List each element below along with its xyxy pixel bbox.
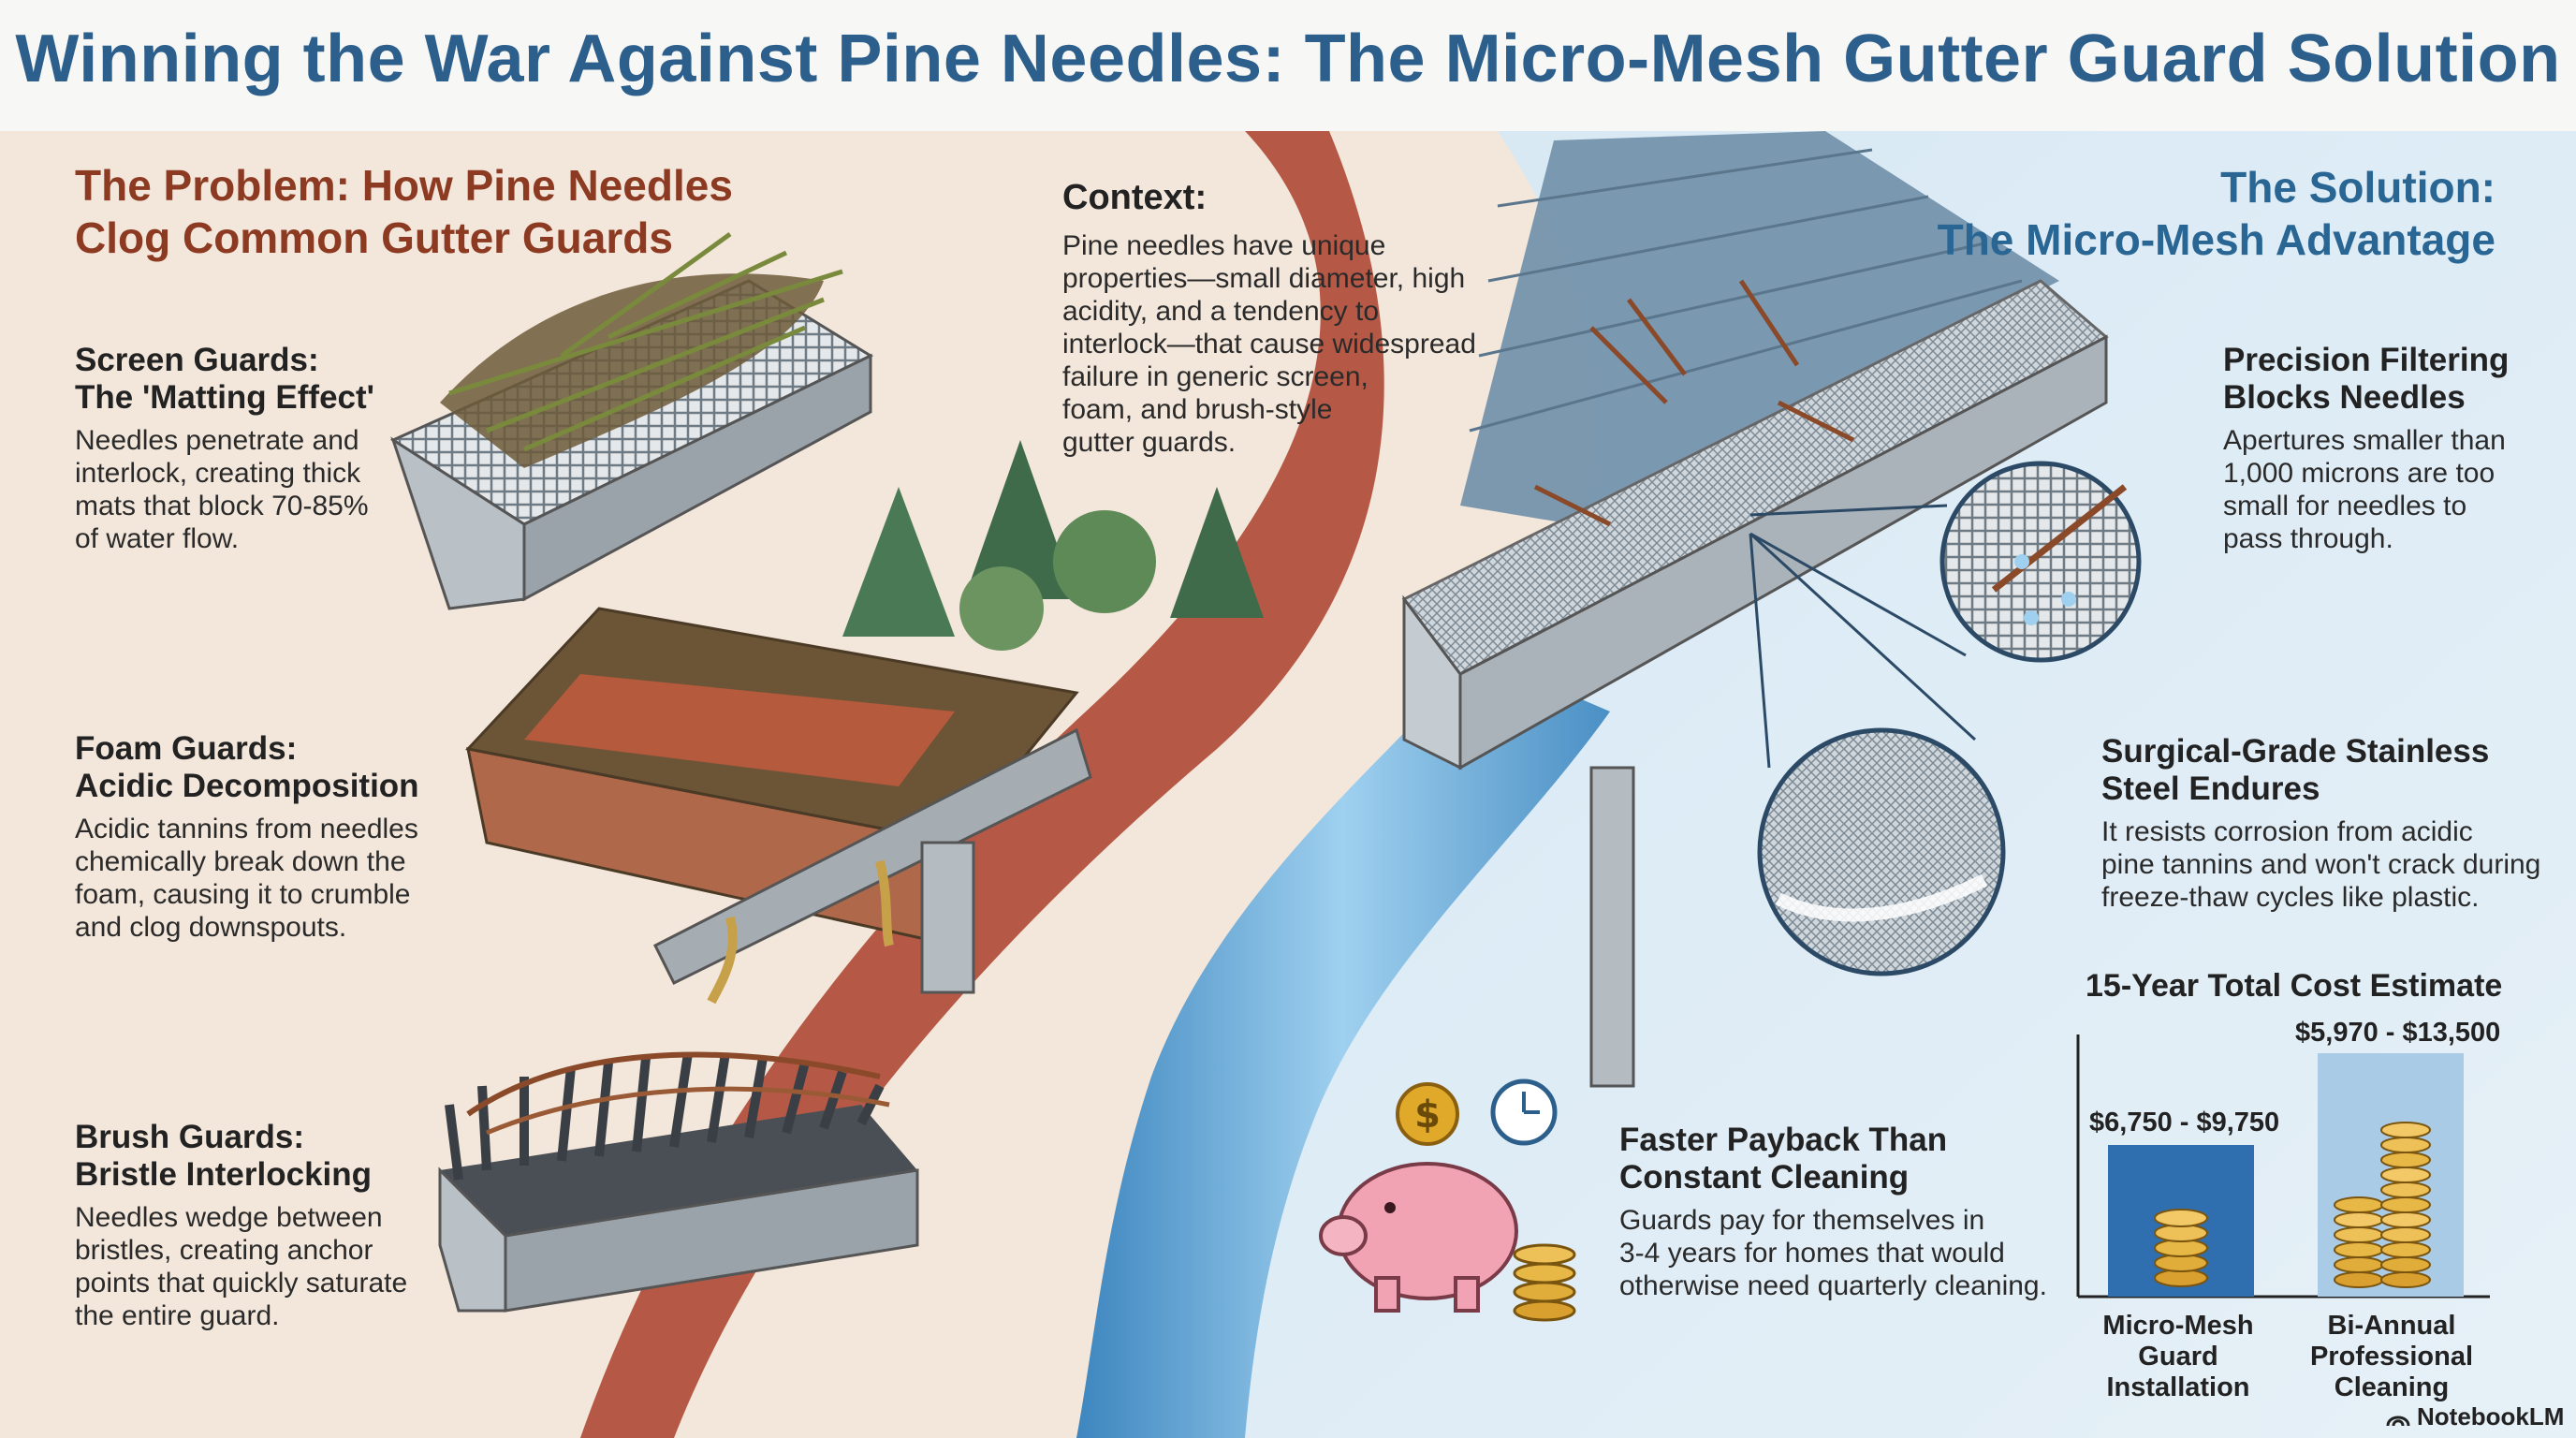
text-line: acidity, and a tendency to <box>1062 296 1379 327</box>
cost-heading: 15-Year Total Cost Estimate <box>2086 968 2503 1004</box>
text-line: the entire guard. <box>75 1300 280 1331</box>
payback-text: Guards pay for themselves in 3-4 years f… <box>1619 1204 2047 1302</box>
text-line: 1,000 microns are too <box>2223 458 2496 489</box>
cost-label-cleaning: Bi-Annual Professional Cleaning <box>2298 1311 2485 1403</box>
brush-guards-block: Brush Guards: Bristle Interlocking Needl… <box>75 1119 407 1332</box>
cost-value-cleaning: $5,970 - $13,500 <box>2295 1018 2501 1048</box>
text-line: chemically break down the <box>75 846 406 877</box>
text-line: interlock—that cause widespread <box>1062 329 1476 360</box>
solution-heading-line1: The Solution: <box>2220 163 2496 212</box>
text-line: Bi-Annual <box>2327 1311 2456 1341</box>
coin-stack-icon <box>2154 1209 2208 1287</box>
text-line: Pine needles have unique <box>1062 230 1386 261</box>
precision-filtering-block: Precision Filtering Blocks Needles Apert… <box>2223 342 2509 555</box>
brush-guards-subtitle: Bristle Interlocking <box>75 1156 373 1193</box>
text-line: Acidic tannins from needles <box>75 814 418 844</box>
problem-heading-line2: Clog Common Gutter Guards <box>75 213 673 262</box>
screen-guards-title: Screen Guards: <box>75 342 319 378</box>
brush-guards-text: Needles wedge between bristles, creating… <box>75 1201 407 1332</box>
text-line: pass through. <box>2223 523 2393 554</box>
steel-title: Surgical-Grade Stainless <box>2101 733 2490 770</box>
filter-subtitle: Blocks Needles <box>2223 379 2466 416</box>
coin-stack-icon <box>2334 1122 2431 1288</box>
screen-guards-block: Screen Guards: The 'Matting Effect' Need… <box>75 342 374 555</box>
context-block: Context: Pine needles have unique proper… <box>1062 178 1476 459</box>
text-line: mats that block 70-85% <box>75 491 369 521</box>
text-line: properties—small diameter, high <box>1062 263 1466 294</box>
clock-icon <box>1490 1078 1558 1146</box>
brush-guards-title: Brush Guards: <box>75 1119 305 1155</box>
text-line: interlock, creating thick <box>75 458 361 489</box>
context-text: Pine needles have unique properties—smal… <box>1062 229 1476 459</box>
text-line: Professional <box>2309 1342 2474 1372</box>
text-line: 3-4 years for homes that would <box>1619 1238 2005 1269</box>
text-line: It resists corrosion from acidic <box>2101 816 2473 847</box>
text-line: otherwise need quarterly cleaning. <box>1619 1270 2047 1301</box>
cost-value-micro-mesh: $6,750 - $9,750 <box>2089 1108 2280 1137</box>
context-heading: Context: <box>1062 178 1208 217</box>
text-line: small for needles to <box>2223 491 2467 521</box>
screen-guards-subtitle: The 'Matting Effect' <box>75 379 374 416</box>
steel-text: It resists corrosion from acidic pine ta… <box>2101 815 2540 914</box>
text-line: foam, causing it to crumble <box>75 879 411 910</box>
text-line: Guards pay for themselves in <box>1619 1205 1985 1236</box>
piggy-bank-icon: $ <box>1319 1082 1576 1322</box>
text-line: and clog downspouts. <box>75 912 347 943</box>
foam-guards-block: Foam Guards: Acidic Decomposition Acidic… <box>75 730 419 944</box>
payback-subtitle: Constant Cleaning <box>1619 1159 1910 1196</box>
screen-guards-text: Needles penetrate and interlock, creatin… <box>75 424 374 555</box>
text-line: Cleaning <box>2334 1372 2450 1402</box>
problem-heading-line1: The Problem: How Pine Needles <box>75 161 733 210</box>
cost-chart <box>2076 1034 2490 1299</box>
text-line: of water flow. <box>75 523 240 554</box>
text-line: Needles penetrate and <box>75 425 359 456</box>
text-line: freeze-thaw cycles like plastic. <box>2101 882 2480 913</box>
notebooklm-logo-icon <box>2386 1416 2410 1426</box>
payback-block: Faster Payback Than Constant Cleaning Gu… <box>1619 1122 2047 1302</box>
filter-title: Precision Filtering <box>2223 342 2510 378</box>
svg-text:$: $ <box>1414 1093 1441 1137</box>
filter-text: Apertures smaller than 1,000 microns are… <box>2223 424 2509 555</box>
text-line: failure in generic screen, <box>1062 361 1368 392</box>
steel-subtitle: Steel Endures <box>2101 770 2320 807</box>
page-title: Winning the War Against Pine Needles: Th… <box>15 22 2561 96</box>
payback-title: Faster Payback Than <box>1619 1122 1948 1158</box>
text-line: Installation <box>2106 1372 2250 1402</box>
text-line: Guard <box>2138 1342 2218 1372</box>
cost-label-micro-mesh: Micro-Mesh Guard Installation <box>2089 1311 2267 1403</box>
text-line: Micro-Mesh <box>2102 1311 2254 1341</box>
foam-guards-title: Foam Guards: <box>75 730 298 767</box>
foam-guards-text: Acidic tannins from needles chemically b… <box>75 813 419 944</box>
text-line: bristles, creating anchor <box>75 1235 373 1266</box>
text-line: Apertures smaller than <box>2223 425 2506 456</box>
text-line: foam, and brush-style <box>1062 394 1333 425</box>
stainless-steel-block: Surgical-Grade Stainless Steel Endures I… <box>2101 733 2540 914</box>
text-line: Needles wedge between <box>75 1202 383 1233</box>
solution-heading: The Solution: The Micro-Mesh Advantage <box>1938 161 2496 266</box>
brand-badge: NotebookLM <box>2385 1402 2564 1431</box>
text-line: gutter guards. <box>1062 427 1237 458</box>
problem-heading: The Problem: How Pine Needles Clog Commo… <box>75 159 733 264</box>
solution-heading-line2: The Micro-Mesh Advantage <box>1937 215 2496 264</box>
text-line: pine tannins and won't crack during <box>2101 849 2541 880</box>
foam-guards-subtitle: Acidic Decomposition <box>75 768 419 804</box>
text-line: points that quickly saturate <box>75 1268 408 1299</box>
brand-name: NotebookLM <box>2417 1402 2565 1431</box>
